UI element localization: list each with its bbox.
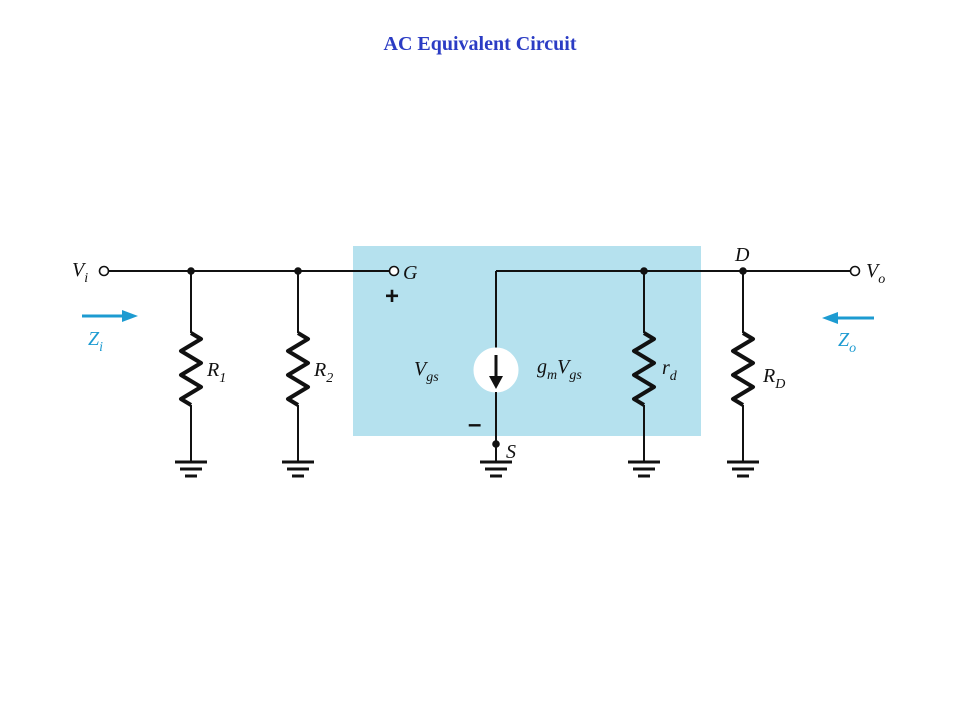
- current-source-gm-vgs: [473, 271, 519, 462]
- source-label: S: [506, 441, 516, 463]
- gm-vgs-label: gmVgs: [537, 356, 582, 383]
- ground-symbol-r1: [175, 460, 207, 478]
- resistor-r2: [286, 271, 310, 462]
- resistor-rd-load: [731, 271, 755, 462]
- r1-label: R1: [206, 359, 226, 386]
- vo-terminal: [849, 265, 861, 277]
- ground-symbol-source: [480, 460, 512, 478]
- vgs-label: Vgs: [414, 358, 439, 385]
- zi-arrow-icon: [82, 310, 138, 322]
- vi-terminal: [98, 265, 110, 277]
- gate-label: G: [403, 262, 418, 284]
- resistor-r1: [179, 271, 203, 462]
- zo-arrow-icon: [822, 312, 874, 324]
- vo-label: Vo: [866, 260, 885, 287]
- minus-sign: –: [468, 411, 481, 438]
- ground-symbol-r2: [282, 460, 314, 478]
- page-title: AC Equivalent Circuit: [383, 33, 577, 55]
- ground-symbol-rd: [628, 460, 660, 478]
- plus-sign: +: [385, 283, 399, 310]
- rd-load-label: RD: [762, 365, 785, 392]
- zi-label: Zi: [88, 328, 103, 355]
- gate-terminal: [388, 265, 400, 277]
- drain-label: D: [734, 244, 750, 266]
- ground-symbol-rd-load: [727, 460, 759, 478]
- vi-label: Vi: [72, 259, 88, 286]
- r2-label: R2: [313, 359, 333, 386]
- rd-small-label: rd: [662, 357, 678, 384]
- resistor-rd-small: [632, 271, 656, 462]
- zo-label: Zo: [838, 329, 856, 356]
